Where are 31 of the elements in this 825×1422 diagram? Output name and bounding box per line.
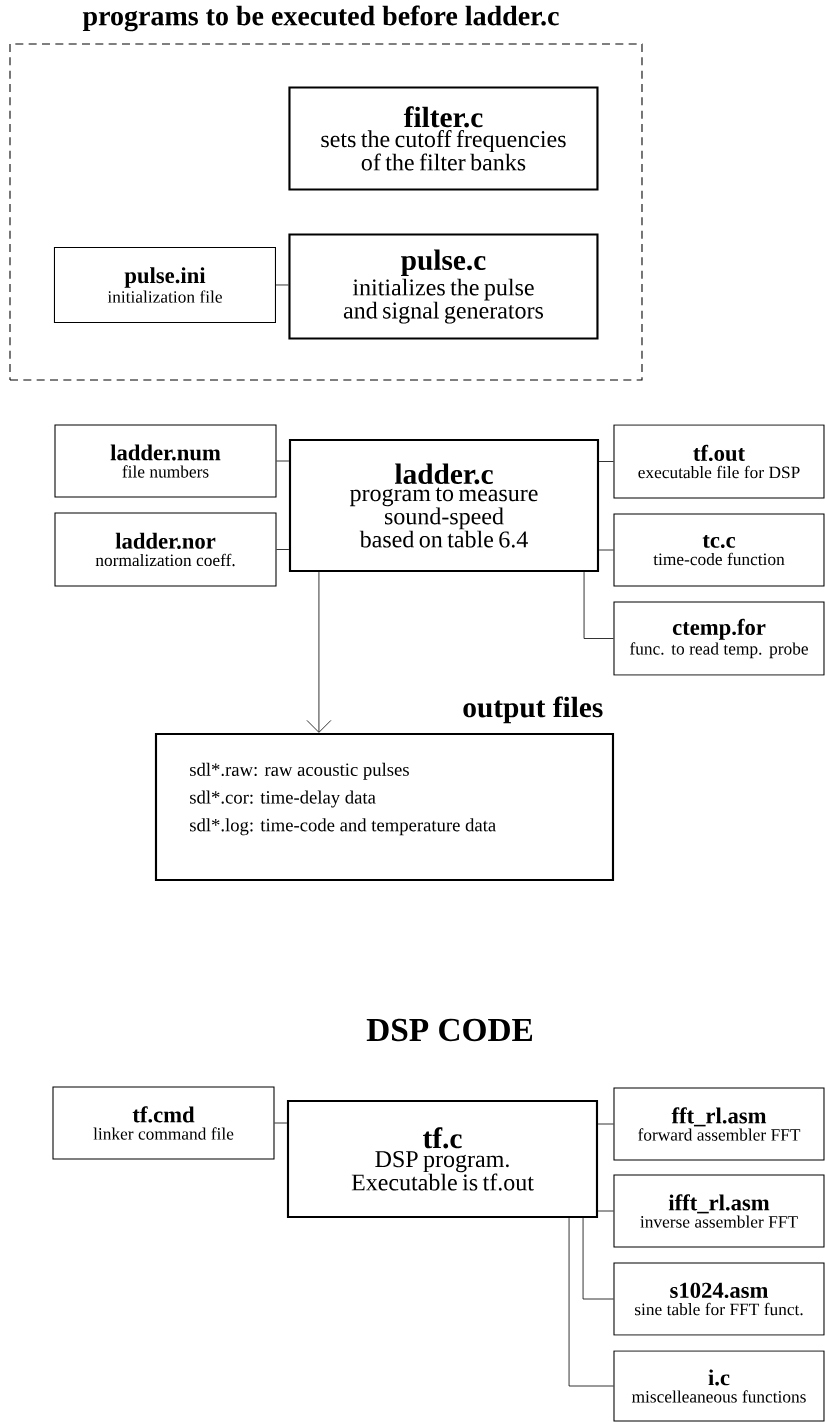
file-box: fft_rl.asm forward assembler FFT xyxy=(613,1087,825,1161)
connector-line xyxy=(598,549,614,551)
file-box: ladder.nor normalization coeff. xyxy=(54,512,277,587)
output-heading: output files xyxy=(463,696,603,724)
connector-line xyxy=(276,549,290,550)
file-box: ifft_rl.asm inverse assembler FFT xyxy=(613,1174,825,1248)
file-box: pulse.ini initialization file xyxy=(53,246,276,323)
program-box: pulse.c initializes the pulse and signal generators xyxy=(288,233,599,340)
connector-line xyxy=(274,1122,288,1124)
output-files-box: sdl*.raw: raw acoustic pulses sdl*.cor: time-delay data sdl*.log: time-code and temperature data xyxy=(154,732,615,882)
file-box: i.c miscelleaneous functions xyxy=(613,1350,825,1422)
group-heading: programs to be executed before ladder.c xyxy=(82,5,559,32)
arrow xyxy=(306,571,332,733)
connector-line xyxy=(568,1217,614,1387)
connector-line xyxy=(276,460,290,462)
connector-line xyxy=(582,1217,614,1300)
file-box: ctemp.for func. to read temp. probe xyxy=(613,601,825,676)
connector-line xyxy=(597,1123,614,1125)
connector-line xyxy=(583,571,614,639)
connector-line xyxy=(275,284,289,286)
program-box: filter.c sets the cutoff frequencies of the filter banks xyxy=(288,86,599,191)
program-box: tf.c DSP program. Executable is tf.out xyxy=(286,1099,599,1219)
file-box: s1024.asm sine table for FFT funct. xyxy=(613,1262,825,1336)
file-box: ladder.num file numbers xyxy=(54,424,277,498)
file-box: tf.out executable file for DSP xyxy=(613,424,825,499)
section-heading: DSP CODE xyxy=(366,1018,533,1042)
file-box: tc.c time-code function xyxy=(613,513,825,587)
program-box: ladder.c program to measure sound-speed based on table 6.4 xyxy=(288,438,600,573)
file-box: tf.cmd linker command file xyxy=(52,1086,275,1160)
connector-line xyxy=(598,461,614,462)
connector-line xyxy=(597,1210,614,1212)
